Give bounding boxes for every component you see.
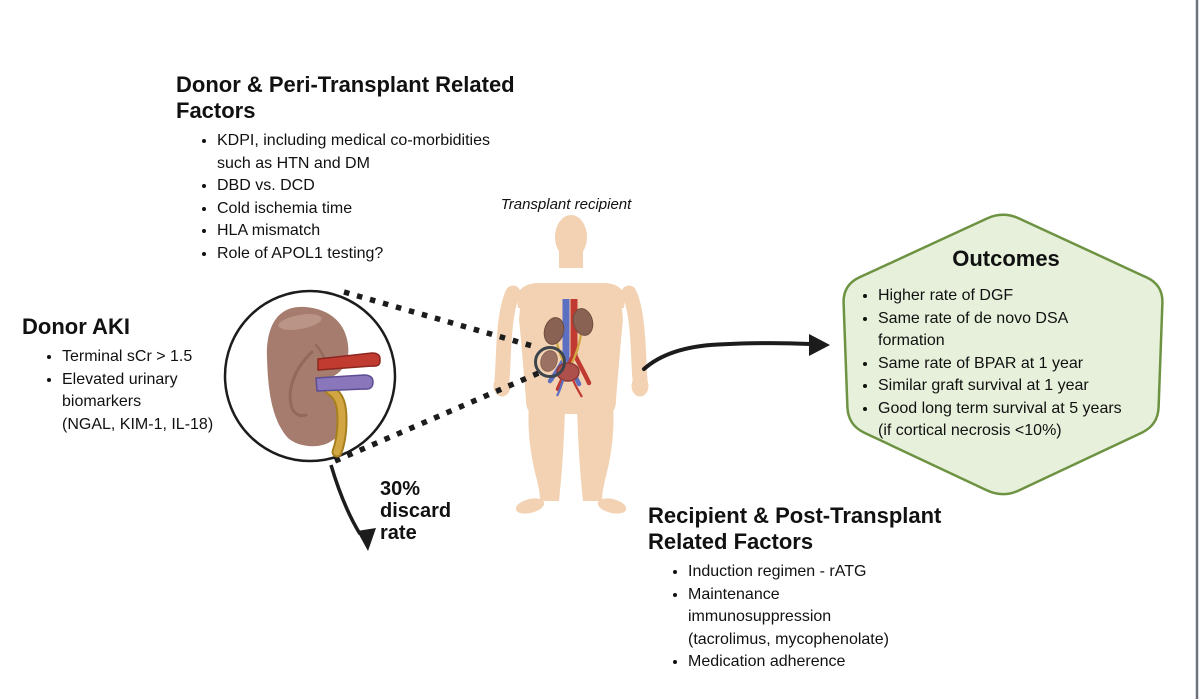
transplanted-kidney-icon: [540, 350, 558, 372]
outcomes-title: Outcomes: [952, 246, 1060, 271]
section-recipient-post-transplant: Recipient & Post-Transplant Related Fact…: [648, 503, 1048, 674]
section-outcomes: Outcomes Higher rate of DGF Same rate of…: [845, 246, 1167, 443]
body-figure-icon: [493, 215, 649, 514]
list-item: Same rate of de novo DSA formation: [878, 308, 1167, 353]
magnifier-callout-dotted-lines: [333, 289, 543, 464]
donor-peri-title: Donor & Peri-Transplant Related Factors: [176, 72, 515, 123]
outcomes-hexagon: [842, 213, 1164, 496]
list-item: Induction regimen - rATG: [688, 561, 1048, 584]
transplant-recipient-label: Transplant recipient: [500, 196, 632, 213]
kidney-illustration-icon: [266, 306, 381, 458]
donor-aki-title: Donor AKI: [22, 314, 130, 339]
transplant-site-circle: [534, 346, 566, 378]
recipient-post-title: Recipient & Post-Transplant Related Fact…: [648, 503, 942, 554]
list-item: Terminal sCr > 1.5: [62, 346, 272, 369]
section-donor-peri-transplant: Donor & Peri-Transplant Related Factors …: [176, 72, 586, 265]
list-item: Medication adherence: [688, 651, 1048, 674]
recipient-post-list: Induction regimen - rATG Maintenance imm…: [648, 561, 1048, 674]
outcomes-arrow-icon: [642, 334, 830, 371]
list-item: Cold ischemia time: [217, 198, 586, 221]
donor-peri-list: KDPI, including medical co-morbidities s…: [176, 130, 586, 265]
list-item: HLA mismatch: [217, 220, 586, 243]
list-item: Elevated urinary biomarkers (NGAL, KIM-1…: [62, 369, 272, 437]
list-item: Same rate of BPAR at 1 year: [878, 353, 1167, 376]
list-item: DBD vs. DCD: [217, 175, 586, 198]
list-item: KDPI, including medical co-morbidities s…: [217, 130, 586, 175]
donor-kidney-magnifier-icon: [223, 289, 397, 463]
discard-rate-label: 30% discard rate: [380, 478, 452, 544]
list-item: Similar graft survival at 1 year: [878, 375, 1167, 398]
discard-arrow-icon: [329, 464, 376, 551]
list-item: Good long term survival at 5 years (if c…: [878, 398, 1167, 443]
abdominal-anatomy-icon: [534, 299, 594, 398]
list-item: Maintenance immunosuppression (tacrolimu…: [688, 584, 1048, 652]
native-kidney-right-icon: [572, 308, 594, 336]
outcomes-list: Higher rate of DGF Same rate of de novo …: [845, 285, 1167, 443]
list-item: Higher rate of DGF: [878, 285, 1167, 308]
section-donor-aki: Donor AKI Terminal sCr > 1.5 Elevated ur…: [22, 314, 272, 436]
native-kidney-left-icon: [543, 317, 565, 345]
list-item: Role of APOL1 testing?: [217, 243, 586, 266]
donor-aki-list: Terminal sCr > 1.5 Elevated urinary biom…: [22, 346, 272, 436]
